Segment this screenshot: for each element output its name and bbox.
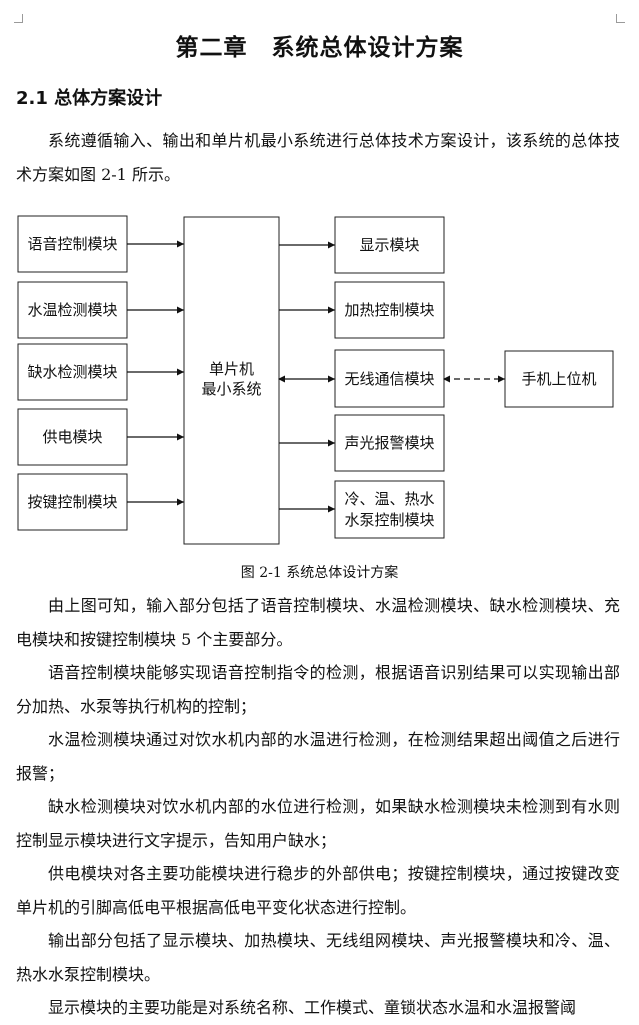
body-paragraph: 水温检测模块通过对饮水机内部的水温进行检测，在检测结果超出阈值之后进行报警；: [16, 730, 620, 783]
input-module-water-shortage: 缺水检测模块: [17, 343, 128, 401]
input-module-power: 供电模块: [17, 408, 128, 466]
phone-host-block: 手机上位机: [504, 350, 614, 408]
input-module-voice-control: 语音控制模块: [17, 215, 128, 273]
body-paragraph: 供电模块对各主要功能模块进行稳步的外部供电；按键控制模块，通过按键改变单片机的引…: [16, 864, 620, 917]
output-module-pump-control: 冷、温、热水 水泵控制模块: [334, 480, 445, 539]
output-module-label-line1: 冷、温、热水: [344, 490, 434, 508]
input-module-label: 按键控制模块: [27, 493, 117, 511]
mcu-label-line2: 最小系统: [201, 380, 261, 398]
input-module-label: 语音控制模块: [27, 235, 117, 253]
phone-host-label: 手机上位机: [521, 370, 596, 388]
body-paragraph: 由上图可知，输入部分包括了语音控制模块、水温检测模块、缺水检测模块、充电模块和按…: [16, 596, 620, 649]
body-paragraph: 语音控制模块能够实现语音控制指令的检测，根据语音识别结果可以实现输出部分加热、水…: [16, 663, 620, 716]
body-paragraph: 显示模块的主要功能是对系统名称、工作模式、童锁状态水温和水温报警阈: [48, 998, 577, 1017]
input-module-label: 缺水检测模块: [27, 363, 117, 381]
output-module-alarm: 声光报警模块: [334, 414, 445, 472]
body-paragraph: 输出部分包括了显示模块、加热模块、无线组网模块、声光报警模块和冷、温、热水水泵控…: [16, 931, 620, 984]
input-module-key-control: 按键控制模块: [17, 473, 128, 531]
output-module-label-line2: 水泵控制模块: [344, 511, 434, 529]
figure-caption: 图 2-1 系统总体设计方案: [240, 565, 399, 581]
page-corner-mark: [616, 14, 625, 23]
input-module-label: 供电模块: [42, 428, 102, 446]
input-module-label: 水温检测模块: [27, 301, 117, 319]
output-module-wireless: 无线通信模块: [334, 349, 445, 408]
section-heading: 2.1 总体方案设计: [16, 88, 163, 109]
body-paragraph: 缺水检测模块对饮水机内部的水位进行检测，如果缺水检测模块未检测到有水则控制显示模…: [16, 797, 620, 850]
mcu-label-line1: 单片机: [209, 360, 254, 378]
page-corner-mark: [14, 14, 23, 23]
system-block-diagram: 语音控制模块 水温检测模块 缺水检测模块 供电模块 按键控制模块 单片机 最小系…: [17, 215, 614, 545]
output-module-display: 显示模块: [334, 216, 445, 274]
mcu-minimum-system-block: 单片机 最小系统: [183, 216, 280, 545]
intro-paragraph: 系统遵循输入、输出和单片机最小系统进行总体技术方案设计，该系统的总体技术方案如图…: [16, 131, 620, 184]
output-module-label: 加热控制模块: [344, 301, 434, 319]
output-module-label: 声光报警模块: [344, 434, 434, 452]
output-module-heating-control: 加热控制模块: [334, 281, 445, 339]
output-module-label: 无线通信模块: [344, 370, 434, 388]
output-module-label: 显示模块: [359, 236, 419, 254]
input-module-water-temp: 水温检测模块: [17, 281, 128, 339]
chapter-title: 第二章 系统总体设计方案: [175, 35, 464, 61]
